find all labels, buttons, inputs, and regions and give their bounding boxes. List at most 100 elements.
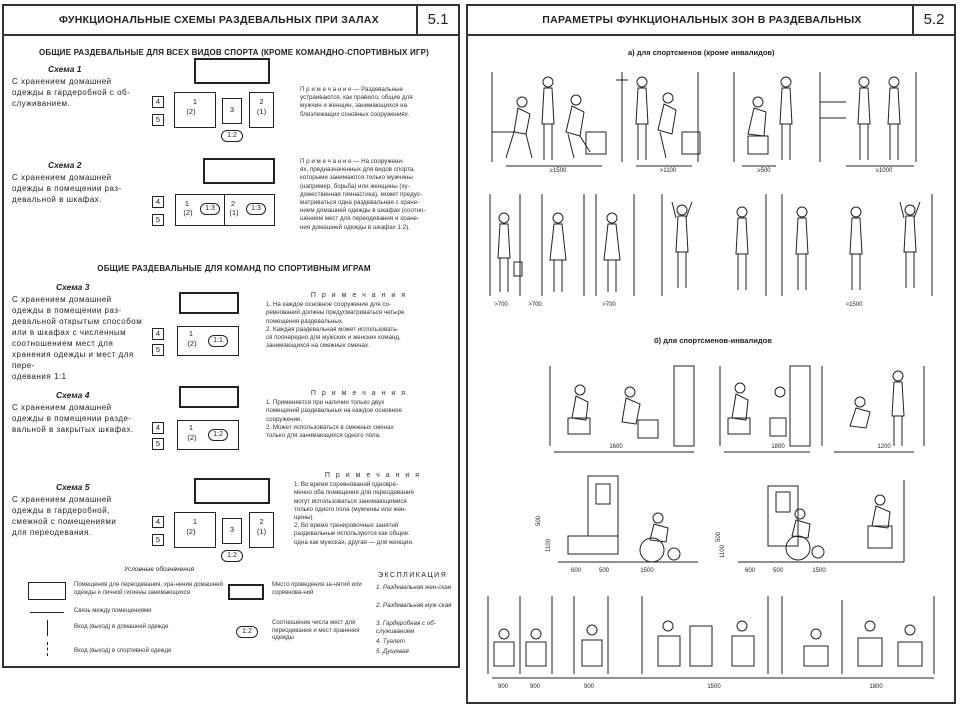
scheme-2-text: С хранением домашней одежды в помещении … [12,173,122,204]
row4-figures [558,475,905,563]
room-4-box: 4 [152,328,164,340]
subsection-a-title: а) для спортсменов (кроме инвалидов) [628,48,775,57]
dim-r5-4: 1500 [707,684,721,690]
dim-r3-1: 1600 [609,444,623,450]
legend-home-entry-text: Вход (выход) в домашней одежде [74,624,169,630]
sport-hall-box [179,292,239,314]
room-5-box: 5 [152,438,164,450]
explication-item-4: 4. Туалет [376,638,405,645]
left-page-header: ФУНКЦИОНАЛЬНЫЕ СХЕМЫ РАЗДЕВАЛЬНЫХ ПРИ ЗА… [4,6,458,36]
room-5-box: 5 [152,114,164,126]
dim-r1-2: >1100 [659,168,677,174]
dim-r2-4: >1500 [845,302,863,308]
scheme-3-diagram: 4 5 1 (2) 1:1 [149,288,249,363]
left-page: ФУНКЦИОНАЛЬНЫЕ СХЕМЫ РАЗДЕВАЛЬНЫХ ПРИ ЗА… [2,4,460,668]
dim-r3-2: 1800 [771,444,785,450]
dim-r5-3: 900 [583,684,594,690]
scheme-1-diagram: 4 5 1 (2) 3 2 (1) 1:2 [149,58,279,148]
scheme-2-note: П р и м е ч а н и е — На сооружени- ях, … [300,158,426,231]
dim-r2-3: >700 [602,302,616,308]
vdim-r4-2: 1100 [546,539,552,552]
ratio-oval: 1:2 [221,550,243,562]
scheme-5-note: П р и м е ч а н и я 1. Во время соревнов… [294,472,422,546]
dim-r3-3: 1200 [877,444,891,450]
room-2-box: 2 (1) [249,512,274,548]
legend-ratio-text: Соотношение числа мест для переодевания … [272,620,360,641]
dim-r2-2: >700 [528,302,542,308]
dim-r2-1: >700 [494,302,508,308]
dim-r5-5: 1800 [869,684,883,690]
scheme-5-text: С хранением домашней одежды в гардеробно… [12,495,117,537]
legend-ratio-symbol: 1:2 [236,626,258,638]
legend-link-text: Связь между помещениями [74,608,152,614]
room-3-box: 3 [222,518,242,544]
vdim-r4-3: 500 [716,531,722,542]
scheme-1-note: П р и м е ч а н и е — Раздевальные устра… [300,86,413,118]
explication-item-3: 3. Гардеробная с об-служиванием [376,620,436,635]
scheme-2-diagram: 4 5 1 (2) 1:3 2 (1) 1:3 [149,156,279,236]
room-4-box: 4 [152,516,164,528]
scheme-4-note: П р и м е ч а н и я 1. Применяется при н… [266,390,408,440]
dim-r4-3: 1500 [640,568,654,574]
scheme-1-title: Схема 1 [48,64,82,74]
ratio-oval: 1:2 [221,130,243,142]
room-changing-box: 1 (2) 1:2 [177,420,239,450]
dim-r1-1: ≥1500 [549,168,567,174]
legend-sport-entry-icon [47,642,49,656]
right-page-number: 5.2 [912,6,954,34]
scheme-3-title: Схема 3 [56,282,90,292]
room-changing-box: 1 (2) [174,92,216,128]
right-page: ПАРАМЕТРЫ ФУНКЦИОНАЛЬНЫХ ЗОН В РАЗДЕВАЛЬ… [466,4,956,704]
legend-sport-entry-text: Вход (выход) в спортивной одежде [74,648,172,654]
scheme-4-diagram: 4 5 1 (2) 1:2 [149,382,249,457]
room-5-box: 5 [152,214,164,226]
legend-room-symbol [28,582,66,600]
scheme-3-note: П р и м е ч а н и я 1. На каждое основно… [266,292,408,350]
room-4-box: 4 [152,196,164,208]
dim-r4-2: 500 [598,568,609,574]
legend-venue-text: Место проведения за-нятий или соревнова-… [272,582,362,596]
room-5-box: 5 [152,534,164,546]
left-page-number: 5.1 [416,6,458,34]
scheme-4-title: Схема 4 [56,390,90,400]
row2-figures [489,194,933,296]
vdim-r4-1: 500 [536,515,542,526]
sport-hall-box [194,58,270,84]
dim-r5-2: 900 [529,684,540,690]
room-changing-box: 1 (2) 1:3 2 (1) 1:3 [175,194,275,226]
scheme-3-text: С хранением домашней одежды в помещении … [12,295,143,381]
room-changing-box: 1 (2) [174,512,216,548]
legend-link-symbol [30,612,64,614]
scheme-4-text: С хранением домашней одежды в помещении … [12,403,134,434]
dim-r4-1: 600 [570,568,581,574]
scheme-2-title: Схема 2 [48,160,82,170]
sport-hall-box [194,478,270,504]
subsection-b-title: б) для спортсменов-инвалидов [654,336,772,345]
scheme-5-title: Схема 5 [56,482,90,492]
vdim-r4-4: 1100 [720,545,726,558]
room-2-box: 2 (1) [249,92,274,128]
sport-hall-box [179,386,239,408]
legend-venue-symbol [228,584,264,600]
scheme-5-diagram: 4 5 1 (2) 3 2 (1) 1:2 [149,476,279,566]
room-4-box: 4 [152,96,164,108]
right-page-title: ПАРАМЕТРЫ ФУНКЦИОНАЛЬНЫХ ЗОН В РАЗДЕВАЛЬ… [542,14,862,26]
room-3-box: 3 [222,98,242,124]
dim-r4-4: 600 [744,568,755,574]
row1-figures [491,72,917,167]
row3-figures [549,365,925,453]
dim-r1-4: ≥1000 [875,168,893,174]
legend-title: Условные обозначения [124,566,194,573]
room-4-box: 4 [152,422,164,434]
section-heading-teams: ОБЩИЕ РАЗДЕВАЛЬНЫЕ ДЛЯ КОМАНД ПО СПОРТИВ… [97,264,371,273]
explication-title: ЭКСПЛИКАЦИЯ [378,572,448,579]
room-5-box: 5 [152,344,164,356]
legend-room-text: Помещения для переодевания, хра-нения до… [74,582,223,596]
sport-hall-box [203,158,275,184]
dim-r4-5: 500 [772,568,783,574]
explication-item-2: 2. Раздевальная муж-ская [376,602,452,609]
explication-item-1: 1. Раздевальная жен-ская [376,584,451,591]
left-page-title: ФУНКЦИОНАЛЬНЫЕ СХЕМЫ РАЗДЕВАЛЬНЫХ ПРИ ЗА… [59,14,379,26]
dim-r1-3: ≥500 [757,168,771,174]
legend-home-entry-icon [47,620,49,636]
